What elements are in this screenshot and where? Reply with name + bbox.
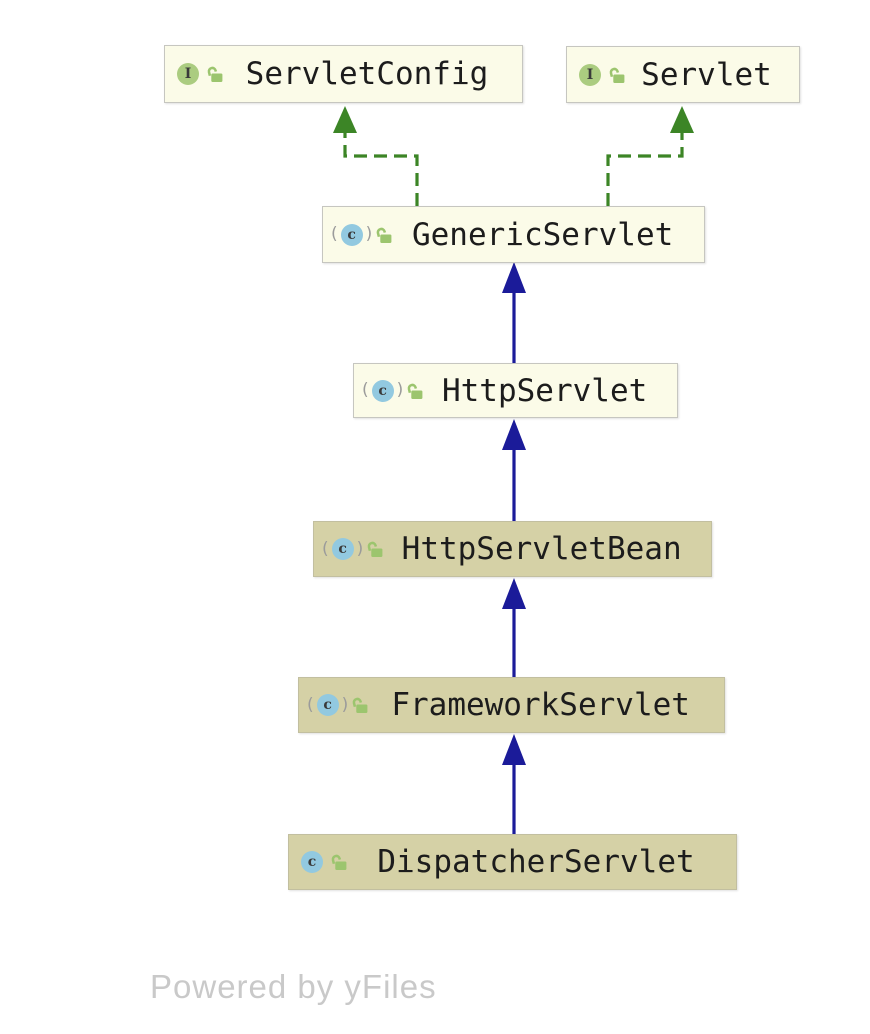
- class-icon: c: [340, 223, 363, 246]
- abstract-paren-icon: (: [362, 380, 369, 400]
- abstract-paren-icon: ): [341, 694, 349, 715]
- edge-extends-frameworkservlet-httpservletbean[interactable]: [502, 578, 526, 677]
- node-frameworkservlet[interactable]: ( c ) FrameworkServlet: [298, 677, 725, 733]
- abstract-paren-icon: (: [307, 694, 314, 715]
- class-icon: c: [316, 694, 339, 716]
- interface-icon: I: [177, 63, 199, 85]
- edge-extends-httpservletbean-httpservlet[interactable]: [502, 419, 526, 521]
- public-unlock-icon: [351, 696, 369, 714]
- triangle-arrowhead-icon: [502, 734, 526, 765]
- node-genericservlet[interactable]: ( c ) GenericServlet: [322, 206, 705, 263]
- triangle-arrowhead-icon: [670, 106, 694, 133]
- edge-extends-dispatcherservlet-frameworkservlet[interactable]: [502, 734, 526, 834]
- node-httpservletbean[interactable]: ( c ) HttpServletBean: [313, 521, 712, 577]
- node-servletconfig[interactable]: I ServletConfig: [164, 45, 523, 103]
- triangle-arrowhead-icon: [502, 262, 526, 293]
- abstract-paren-icon: ): [365, 224, 373, 244]
- abstract-paren-icon: ): [356, 538, 364, 559]
- yfiles-watermark: Powered by yFiles: [150, 968, 437, 1005]
- triangle-arrowhead-icon: [502, 419, 526, 450]
- abstract-paren-icon: (: [331, 224, 338, 244]
- node-label: FrameworkServlet: [391, 687, 690, 723]
- interface-icon: I: [579, 63, 601, 86]
- node-label: DispatcherServlet: [377, 844, 695, 880]
- abstract-paren-icon: ): [396, 380, 404, 400]
- node-httpservlet[interactable]: ( c ) HttpServlet: [353, 363, 678, 418]
- node-label: Servlet: [641, 56, 772, 93]
- public-unlock-icon: [330, 853, 348, 871]
- public-unlock-icon: [206, 65, 224, 83]
- node-label: HttpServlet: [441, 372, 648, 409]
- class-icon: c: [301, 851, 323, 873]
- class-icon: c: [331, 538, 354, 560]
- class-icon: c: [371, 379, 394, 402]
- node-label: ServletConfig: [245, 56, 489, 92]
- triangle-arrowhead-icon: [333, 106, 357, 133]
- triangle-arrowhead-icon: [502, 578, 526, 609]
- node-label: HttpServletBean: [401, 531, 682, 567]
- edge-implements-genericservlet-servlet[interactable]: [606, 106, 694, 206]
- public-unlock-icon: [406, 382, 424, 400]
- node-dispatcherservlet[interactable]: c DispatcherServlet: [288, 834, 737, 890]
- abstract-paren-icon: (: [322, 538, 329, 559]
- edge-implements-genericservlet-servletconfig[interactable]: [333, 106, 419, 206]
- public-unlock-icon: [608, 66, 626, 84]
- public-unlock-icon: [366, 540, 384, 558]
- node-servlet[interactable]: I Servlet: [566, 46, 800, 103]
- edge-extends-httpservlet-genericservlet[interactable]: [502, 262, 526, 363]
- node-label: GenericServlet: [411, 216, 674, 253]
- public-unlock-icon: [375, 226, 393, 244]
